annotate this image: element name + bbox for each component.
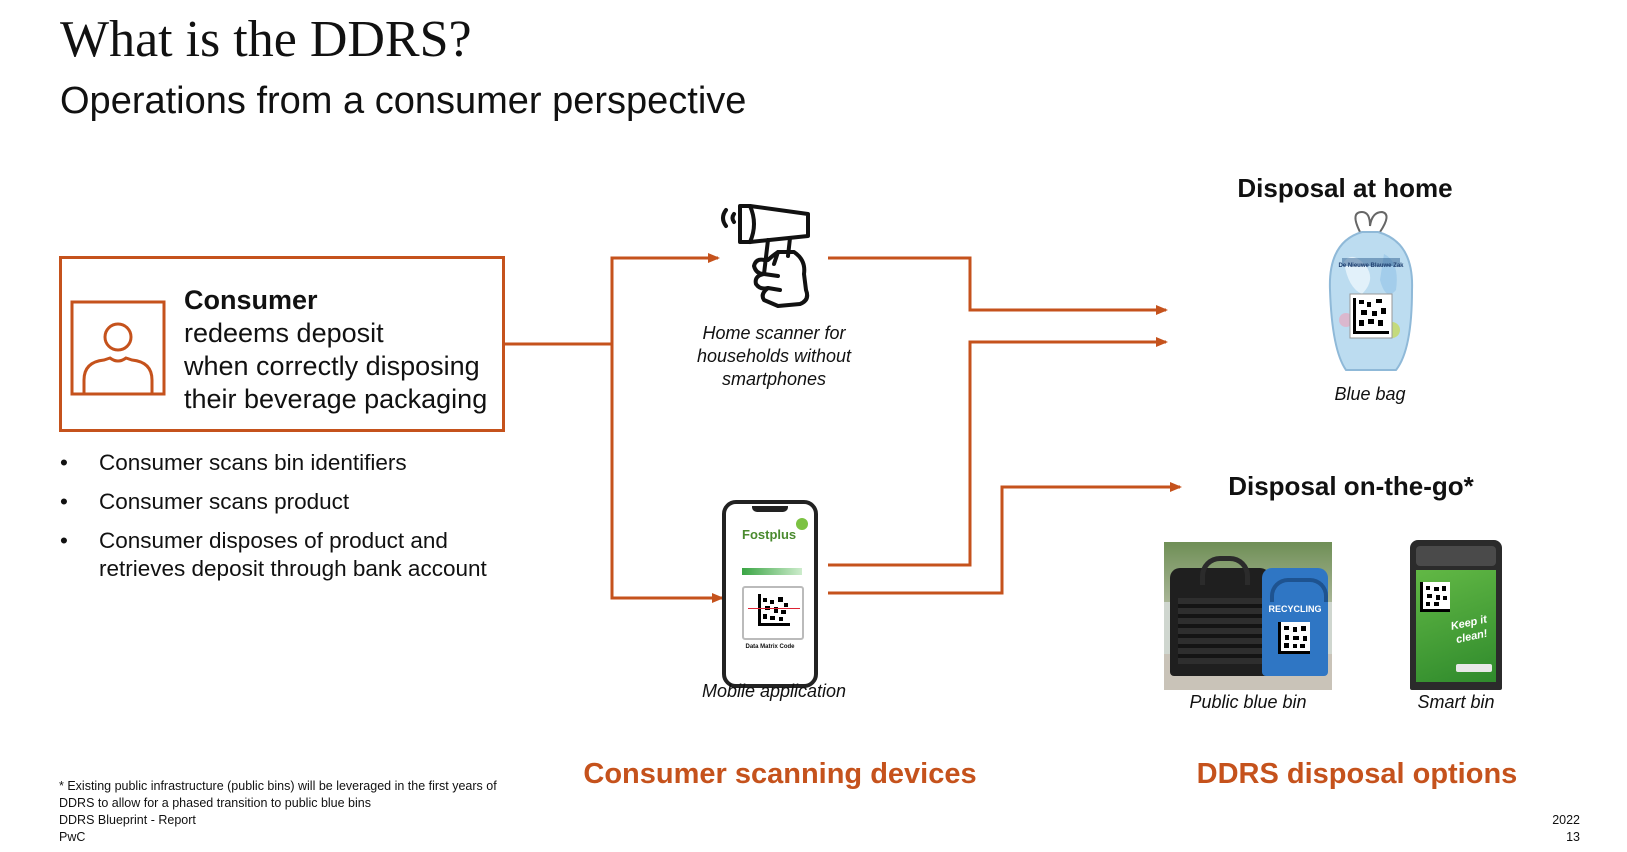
company-name: PwC — [59, 830, 86, 844]
consumer-heading: Consumer — [184, 285, 318, 315]
scanning-devices-label: Consumer scanning devices — [583, 758, 977, 790]
data-matrix-code-icon — [758, 594, 790, 626]
report-name: DDRS Blueprint - Report — [59, 813, 196, 827]
caption-line: smartphones — [721, 369, 827, 389]
consumer-line-2: when correctly disposing — [184, 351, 480, 381]
data-matrix-code-icon — [1420, 582, 1450, 612]
footnote-line: DDRS to allow for a phased transition to… — [59, 796, 371, 810]
consumer-line-1: redeems deposit — [184, 318, 384, 348]
black-bin — [1170, 556, 1270, 676]
person-icon — [70, 300, 166, 396]
page-subtitle: Operations from a consumer perspective — [60, 80, 747, 122]
smartphone-icon: Fostplus Data Matrix Code — [722, 500, 818, 688]
footer-year: 2022 — [1552, 813, 1580, 827]
consumer-steps-list: Consumer scans bin identifiers Consumer … — [56, 449, 536, 594]
fostplus-logo: Fostplus — [742, 527, 797, 542]
scan-progress-bar — [742, 568, 802, 575]
disposal-options-label: DDRS disposal options — [1196, 758, 1518, 790]
data-matrix-code-icon — [1278, 622, 1310, 654]
public-blue-bin-caption: Public blue bin — [1189, 692, 1307, 712]
list-item: Consumer scans product — [56, 488, 536, 516]
recycling-label: RECYCLING — [1268, 604, 1322, 614]
scan-frame — [742, 586, 804, 640]
public-blue-bin-image: RECYCLING — [1164, 542, 1332, 690]
disposal-home-heading: Disposal at home — [1237, 173, 1453, 203]
page-title: What is the DDRS? — [60, 11, 472, 68]
caption-line: households without — [696, 346, 852, 366]
hand-scanner-icon — [721, 204, 810, 308]
consumer-box — [59, 256, 505, 432]
home-scanner-caption: Home scanner for households without smar… — [668, 322, 880, 391]
footnote: * Existing public infrastructure (public… — [59, 778, 497, 846]
smart-bin-panel: Keep it clean! — [1416, 570, 1496, 682]
consumer-line-3: their beverage packaging — [184, 384, 488, 414]
consumer-description: Consumer redeems deposit when correctly … — [184, 284, 487, 416]
connector-app-to-on-the-go — [828, 482, 1182, 595]
connector-to-home-scanner — [610, 253, 720, 344]
caption-line: Home scanner for — [702, 323, 846, 343]
blue-bag-caption: Blue bag — [1334, 384, 1406, 404]
mobile-app-caption: Mobile application — [701, 681, 847, 701]
page-number: 13 — [1566, 830, 1580, 844]
data-matrix-label: Data Matrix Code — [745, 644, 795, 650]
connector-app-to-home — [828, 337, 1168, 567]
list-item: Consumer scans bin identifiers — [56, 449, 536, 477]
blue-bag-icon — [1328, 210, 1414, 371]
bag-label: De Nieuwe Blauwe Zak — [1338, 263, 1404, 269]
blue-bin: RECYCLING — [1262, 568, 1328, 676]
smart-bin-slogan: Keep it clean! — [1449, 612, 1491, 647]
smart-bin-caption: Smart bin — [1417, 692, 1495, 712]
connector-to-mobile-app — [610, 344, 724, 603]
disposal-on-the-go-heading: Disposal on-the-go* — [1228, 471, 1474, 501]
connector-scanner-to-home — [828, 256, 1168, 315]
footnote-line: * Existing public infrastructure (public… — [59, 779, 497, 793]
smart-bin-image: Keep it clean! — [1410, 540, 1502, 690]
footer-right: 2022 13 — [1500, 812, 1580, 846]
list-item: Consumer disposes of product and retriev… — [56, 527, 536, 583]
